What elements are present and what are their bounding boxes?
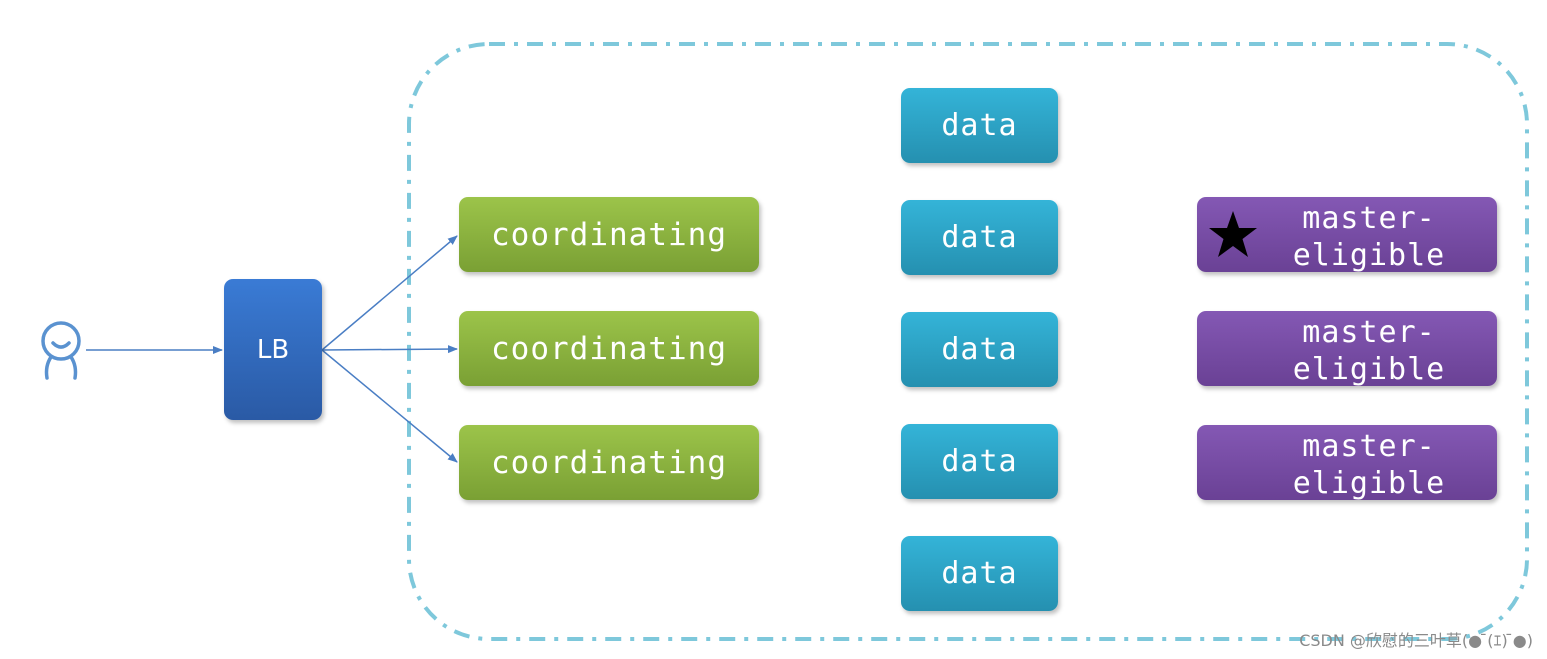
data-node-label: data	[941, 108, 1018, 143]
data-node: data	[901, 312, 1058, 387]
master-eligible-node-label: master- eligible	[1292, 428, 1446, 501]
data-node-label: data	[941, 332, 1018, 367]
watermark-text: CSDN @欣慰的三叶草(● ̄(ｴ) ̄●)	[1299, 631, 1533, 650]
coordinating-node-label: coordinating	[491, 444, 727, 481]
coordinating-node: coordinating	[459, 197, 759, 272]
coordinating-node-label: coordinating	[491, 330, 727, 367]
coordinating-node: coordinating	[459, 311, 759, 386]
data-node: data	[901, 536, 1058, 611]
cluster-boundary	[407, 42, 1529, 641]
coordinating-node: coordinating	[459, 425, 759, 500]
data-node-label: data	[941, 444, 1018, 479]
master-eligible-node: master- eligible	[1197, 425, 1497, 501]
person-outline-icon	[41, 321, 81, 380]
data-node: data	[901, 200, 1058, 275]
master-eligible-node-label: master- eligible	[1292, 200, 1446, 273]
load-balancer-label: LB	[256, 334, 290, 365]
lb-to-coordinating-1-arrow	[321, 235, 458, 351]
star-icon	[1209, 211, 1257, 257]
data-node-label: data	[941, 556, 1018, 591]
master-eligible-node-label: master- eligible	[1292, 314, 1446, 387]
master-eligible-node: master- eligible	[1197, 311, 1497, 387]
coordinating-node-label: coordinating	[491, 216, 727, 253]
data-node: data	[901, 424, 1058, 499]
master-eligible-node-active: master- eligible	[1197, 197, 1497, 273]
lb-to-coordinating-3-arrow	[321, 349, 458, 463]
data-node-label: data	[941, 220, 1018, 255]
lb-to-coordinating-2-arrow	[321, 345, 458, 354]
load-balancer-node: LB	[224, 279, 322, 420]
data-node: data	[901, 88, 1058, 163]
